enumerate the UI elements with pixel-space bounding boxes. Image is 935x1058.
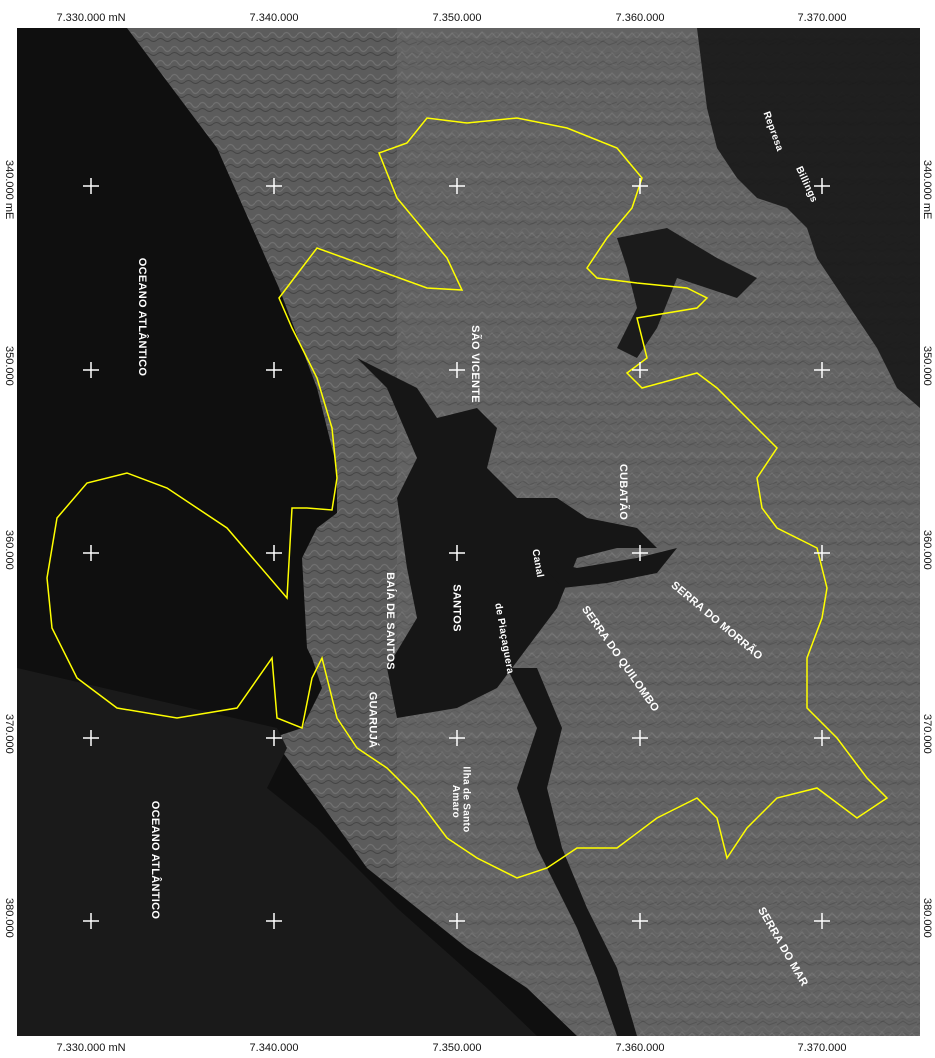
grid-cross xyxy=(632,730,648,746)
grid-cross xyxy=(814,730,830,746)
channel-water xyxy=(507,668,637,1036)
canal-water xyxy=(537,548,677,588)
grid-cross xyxy=(266,913,282,929)
grid-cross xyxy=(632,362,648,378)
grid-cross xyxy=(449,362,465,378)
grid-cross xyxy=(632,913,648,929)
grid-crosses xyxy=(83,178,830,929)
grid-cross xyxy=(83,730,99,746)
left-tick-label: 340.000 mE xyxy=(3,160,15,220)
label-sao-vicente: SÃO VICENTE xyxy=(468,325,481,403)
bottom-tick-label: 7.360.000 xyxy=(615,1042,665,1054)
grid-cross xyxy=(266,178,282,194)
top-tick-label: 7.360.000 xyxy=(615,12,665,24)
label-guaruja: GUARUJÁ xyxy=(366,691,379,749)
bottom-tick-label: 7.330.000 mN xyxy=(56,1042,126,1054)
grid-cross xyxy=(814,362,830,378)
top-tick-label: 7.330.000 mN xyxy=(56,12,126,24)
grid-cross xyxy=(83,913,99,929)
map-graphics xyxy=(17,28,920,1036)
study-area-boundary xyxy=(46,117,889,879)
right-tick-label: 360.000 xyxy=(921,530,933,570)
bottom-tick-label: 7.370.000 xyxy=(797,1042,847,1054)
grid-cross xyxy=(83,178,99,194)
right-tick-label: 340.000 mE xyxy=(921,160,933,220)
reservoir-arm xyxy=(617,228,757,358)
grid-cross xyxy=(266,545,282,561)
grid-cross xyxy=(449,545,465,561)
left-tick-label: 350.000 xyxy=(3,346,15,386)
left-tick-label: 360.000 xyxy=(3,530,15,570)
top-tick-label: 7.350.000 xyxy=(432,12,482,24)
right-tick-label: 380.000 xyxy=(921,898,933,938)
top-tick-label: 7.370.000 xyxy=(797,12,847,24)
top-tick-label: 7.340.000 xyxy=(249,12,299,24)
grid-cross xyxy=(449,178,465,194)
right-tick-label: 370.000 xyxy=(921,714,933,754)
estuary-water xyxy=(357,358,657,718)
grid-cross xyxy=(449,913,465,929)
left-tick-label: 380.000 xyxy=(3,898,15,938)
grid-cross xyxy=(814,913,830,929)
grid-cross xyxy=(632,178,648,194)
grid-cross xyxy=(266,362,282,378)
right-tick-label: 350.000 xyxy=(921,346,933,386)
left-tick-label: 370.000 xyxy=(3,714,15,754)
grid-cross xyxy=(814,178,830,194)
grid-cross xyxy=(814,545,830,561)
label-santos: SANTOS xyxy=(450,584,463,632)
grid-cross xyxy=(83,362,99,378)
grid-cross xyxy=(266,730,282,746)
bottom-tick-label: 7.340.000 xyxy=(249,1042,299,1054)
label-ocean-south: OCEANO ATLÂNTICO xyxy=(149,800,162,920)
label-ilha-line1: Ilha de Santo xyxy=(460,766,472,833)
represa-billings-water xyxy=(697,28,920,408)
ocean-shadow xyxy=(17,668,537,1036)
bottom-tick-label: 7.350.000 xyxy=(432,1042,482,1054)
label-ilha-line2: Amaro xyxy=(450,784,462,819)
label-baia-santos: BAÍA DE SANTOS xyxy=(383,572,396,670)
grid-cross xyxy=(83,545,99,561)
label-ocean-north: OCEANO ATLÂNTICO xyxy=(136,257,149,377)
grid-cross xyxy=(632,545,648,561)
satellite-map: OCEANO ATLÂNTICO OCEANO ATLÂNTICO SÃO VI… xyxy=(17,28,920,1036)
grid-cross xyxy=(449,730,465,746)
label-cubatao: CUBATÃO xyxy=(617,463,630,521)
